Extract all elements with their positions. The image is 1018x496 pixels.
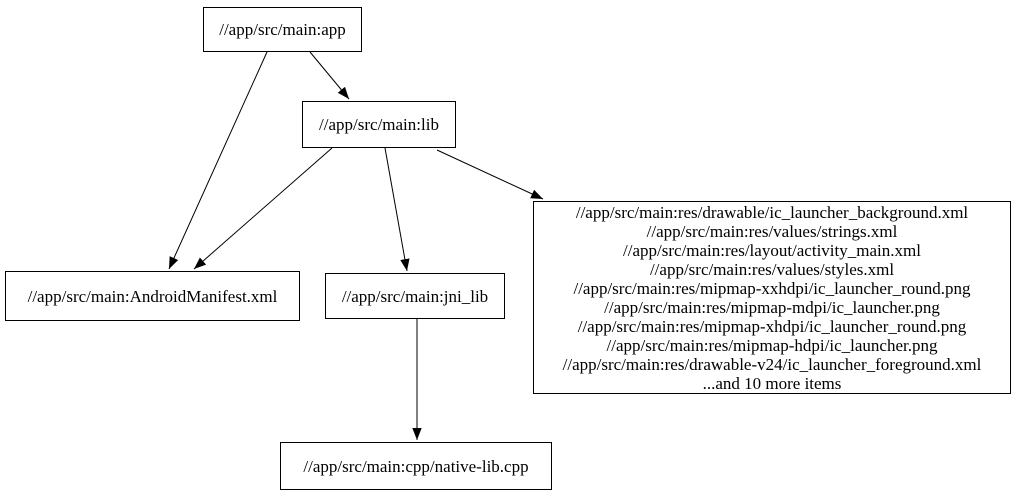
node-res-group-line: //app/src/main:res/drawable-v24/ic_launc…: [562, 354, 982, 374]
edge-app-to-android-manifest: [168, 51, 268, 270]
node-jni-lib-label: //app/src/main:jni_lib: [341, 286, 489, 306]
edge-lib-to-jni-lib: [384, 147, 410, 272]
node-lib-label: //app/src/main:lib: [319, 115, 439, 134]
node-android-manifest: //app/src/main:AndroidManifest.xml: [5, 271, 300, 321]
edge-lib-to-android-manifest: [193, 147, 333, 270]
node-res-group-line: //app/src/main:res/mipmap-xhdpi/ic_launc…: [577, 316, 967, 336]
node-res-group-line: //app/src/main:res/mipmap-hdpi/ic_launch…: [606, 335, 938, 355]
node-jni-lib: //app/src/main:jni_lib: [325, 273, 505, 319]
node-app: //app/src/main:app: [203, 7, 362, 52]
node-res-group-line: //app/src/main:res/values/styles.xml: [649, 259, 895, 279]
node-native-lib: //app/src/main:cpp/native-lib.cpp: [280, 442, 552, 490]
node-res-group-line: ...and 10 more items: [702, 373, 842, 393]
node-res-group-line: //app/src/main:res/layout/activity_main.…: [623, 240, 921, 260]
node-res-group-line: //app/src/main:res/mipmap-xxhdpi/ic_laun…: [573, 278, 971, 298]
node-android-manifest-label: //app/src/main:AndroidManifest.xml: [27, 286, 278, 306]
node-res-group-line: //app/src/main:res/mipmap-mdpi/ic_launch…: [604, 297, 940, 317]
node-native-lib-label: //app/src/main:cpp/native-lib.cpp: [303, 456, 529, 476]
node-lib: //app/src/main:lib: [302, 101, 456, 148]
node-res-group-line: //app/src/main:res/drawable/ic_launcher_…: [575, 202, 969, 222]
node-res-group: //app/src/main:res/drawable/ic_launcher_…: [533, 201, 1011, 394]
node-app-label: //app/src/main:app: [219, 20, 346, 39]
node-res-group-line: //app/src/main:res/values/strings.xml: [646, 221, 898, 241]
edge-app-to-lib: [309, 51, 350, 100]
edge-lib-to-res-group: [436, 149, 544, 200]
